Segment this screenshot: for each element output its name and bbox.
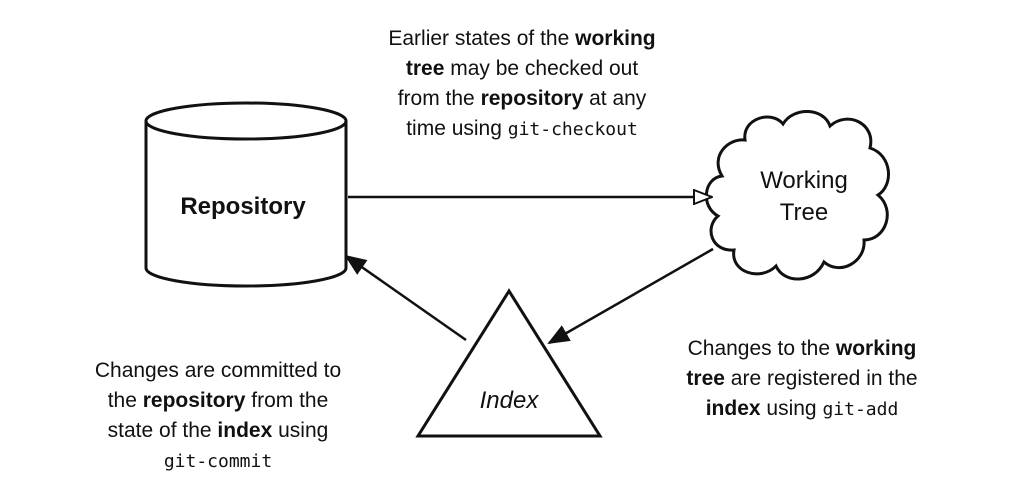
working-tree-label-line2: Tree	[780, 199, 828, 226]
git-checkout-command: git-checkout	[507, 119, 638, 140]
git-commit-command: git-commit	[163, 451, 273, 472]
repository-node: Repository	[144, 101, 348, 288]
add-caption: Changes to the working tree are register…	[612, 334, 992, 425]
commit-caption-line1: Changes are committed to	[94, 359, 342, 382]
index-node: Index	[415, 288, 603, 438]
index-label: Index	[480, 387, 540, 414]
repository-cylinder-body	[144, 121, 348, 288]
index-triangle	[415, 288, 603, 438]
add-caption-line1: Changes to the working	[687, 337, 917, 360]
checkout-caption-line3: from the repository at any	[397, 87, 647, 110]
checkout-caption-line4: time using git-checkout	[406, 117, 638, 140]
commit-caption-line3: state of the index using	[107, 419, 329, 442]
add-caption-line2: tree are registered in the	[686, 367, 918, 390]
commit-caption: Changes are committed to the repository …	[38, 356, 398, 477]
add-caption-line3: index using git-add	[705, 397, 899, 420]
working-tree-node: Working Tree	[704, 110, 890, 281]
repository-cylinder-top	[144, 101, 348, 141]
working-tree-label-line1: Working	[760, 167, 848, 194]
checkout-caption-line2: tree may be checked out	[405, 57, 639, 80]
commit-caption-line2: the repository from the	[107, 389, 329, 412]
git-add-command: git-add	[822, 399, 899, 420]
repository-label: Repository	[180, 193, 306, 220]
checkout-caption: Earlier states of the working tree may b…	[332, 24, 712, 145]
working-tree-cloud	[704, 110, 890, 281]
commit-arrow	[344, 254, 467, 342]
commit-caption-line4: git-commit	[38, 446, 398, 477]
checkout-caption-line1: Earlier states of the working	[388, 27, 656, 50]
add-arrow	[547, 247, 714, 345]
